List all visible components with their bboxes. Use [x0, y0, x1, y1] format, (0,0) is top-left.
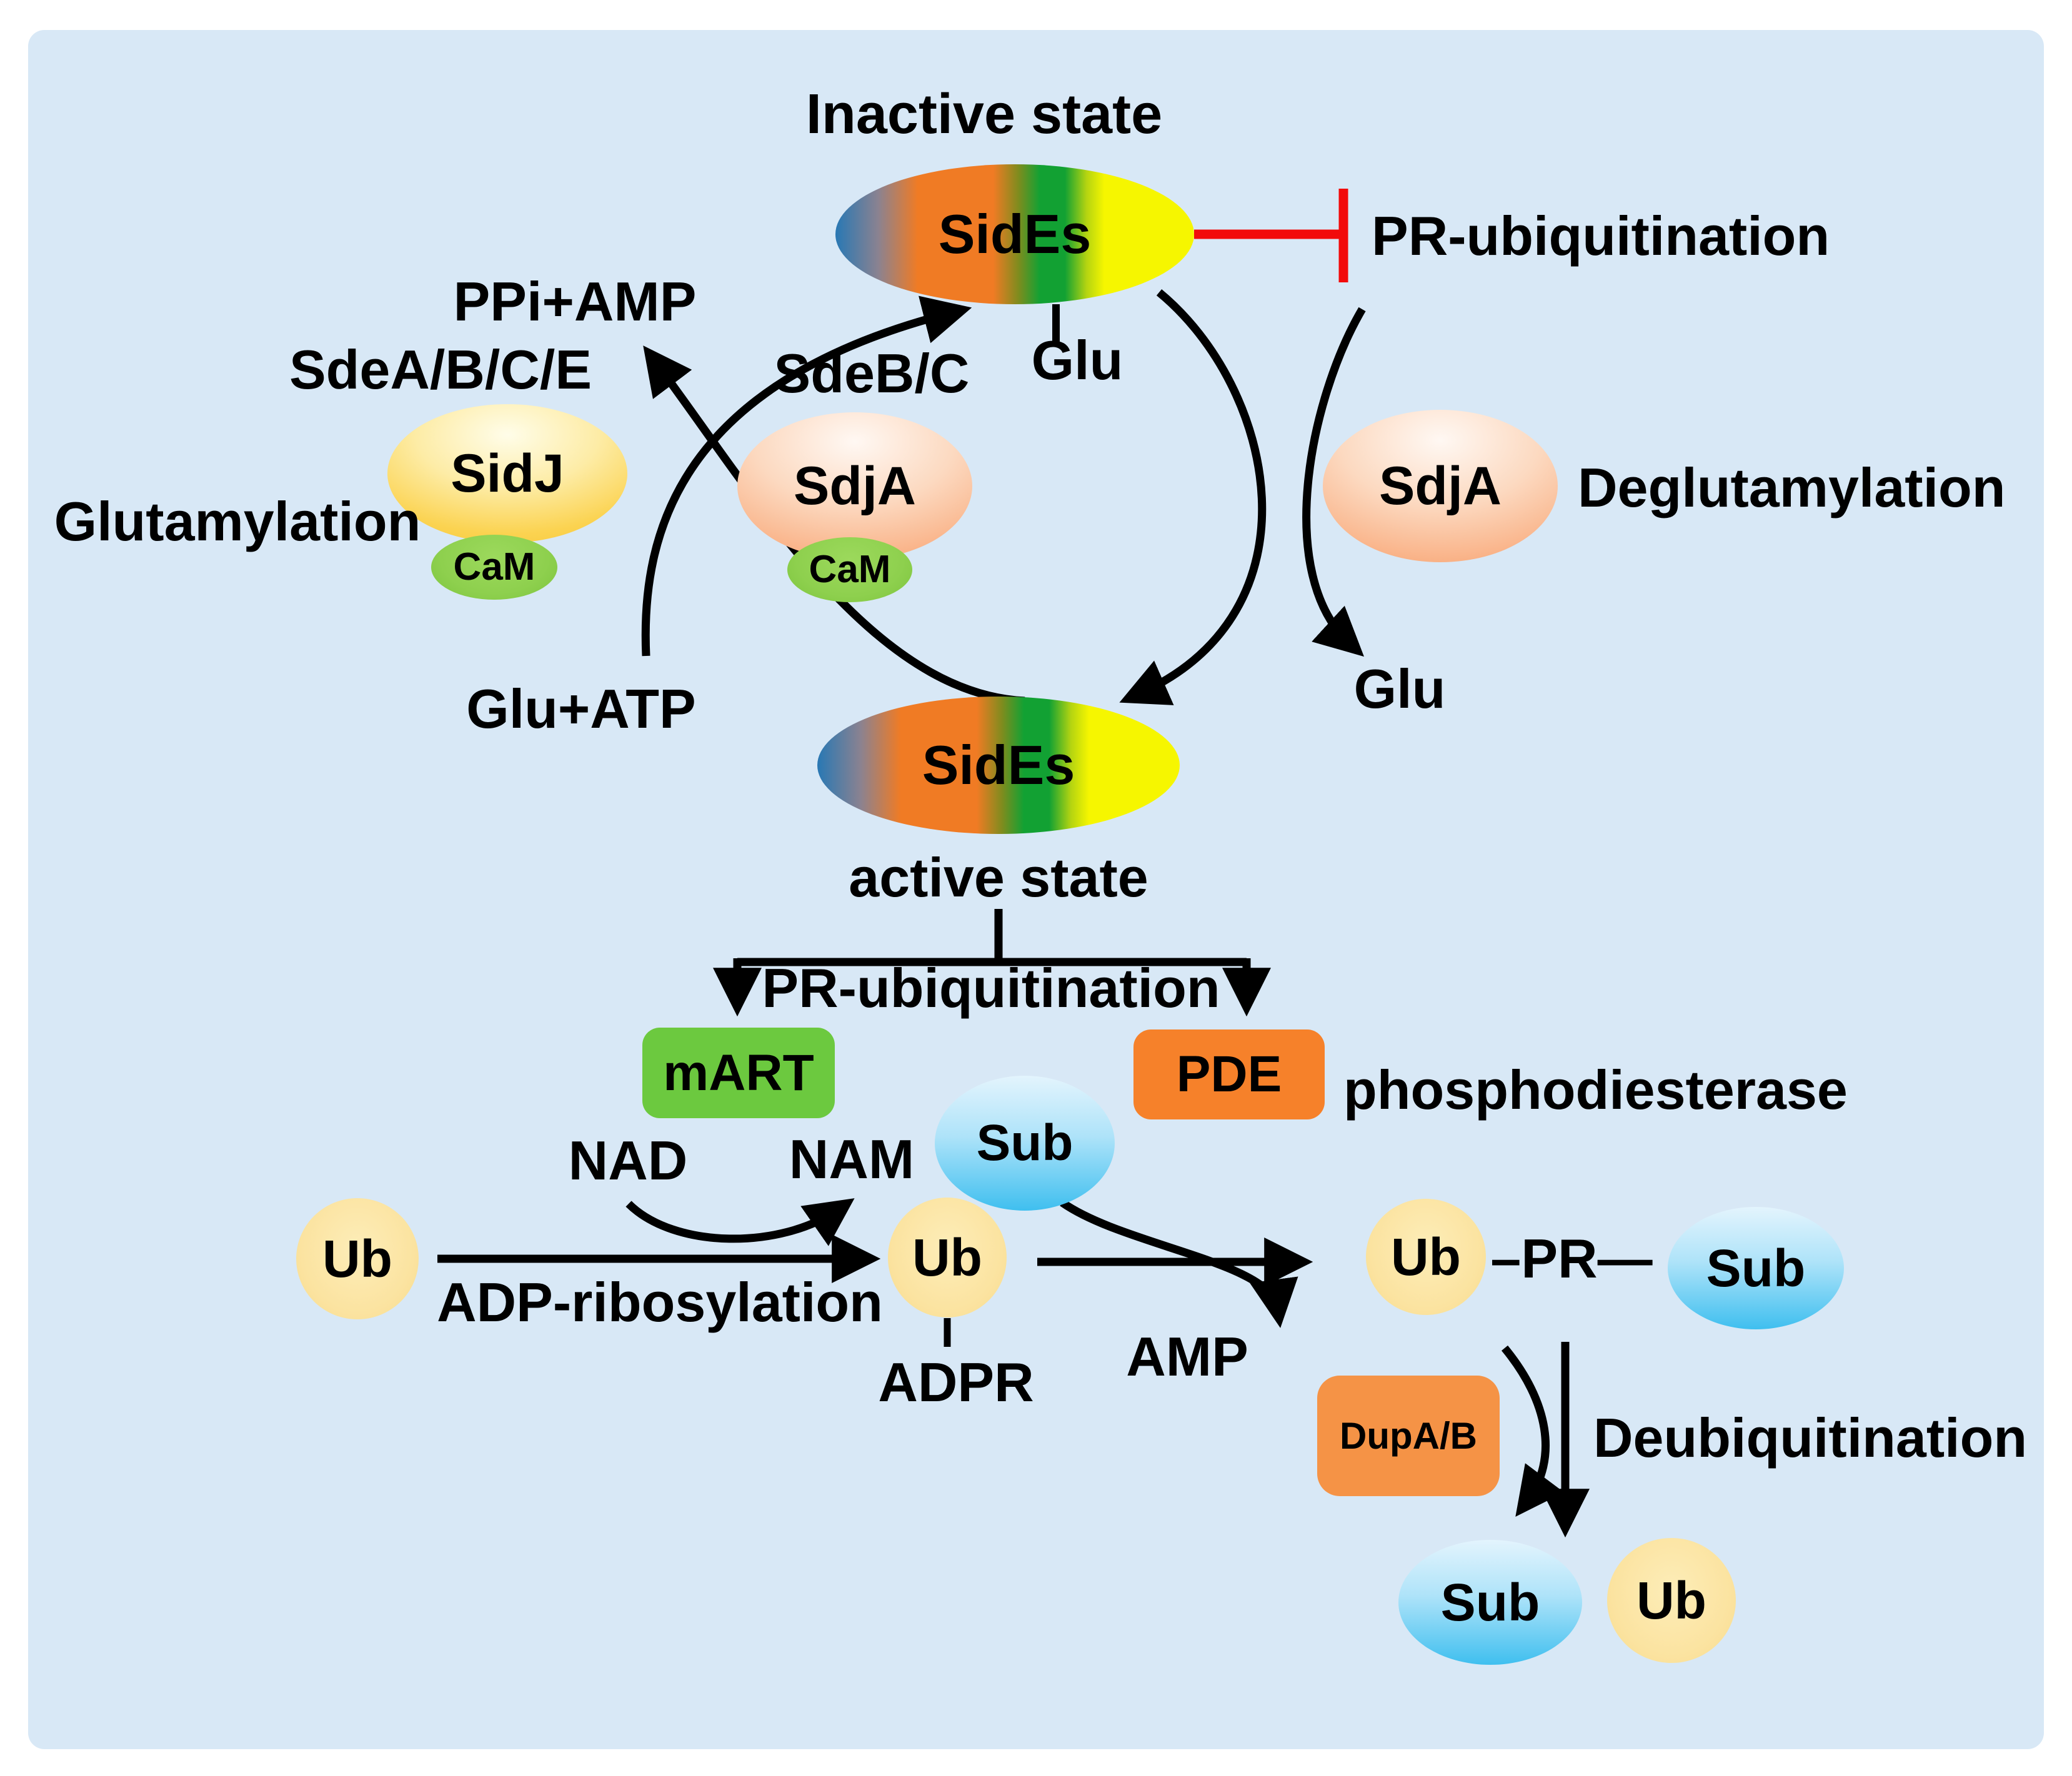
glu-atp-label: Glu+ATP [466, 678, 696, 740]
nam-label: NAM [789, 1128, 915, 1190]
sdja-right-ellipse: SdjA [1323, 410, 1558, 562]
cam-center-ellipse: CaM [787, 537, 912, 602]
ub-adpr-ellipse: Ub [888, 1198, 1007, 1317]
sub-released-label: Sub [1440, 1573, 1540, 1632]
sub-pr-label: Sub [1706, 1239, 1806, 1297]
adp-ribosylation-label: ADP-ribosylation [437, 1271, 883, 1333]
pde-label: PDE [1176, 1046, 1282, 1103]
sidj-ellipse: SidJ [387, 404, 627, 543]
page-title: Inactive state [805, 83, 1163, 146]
sub-pr-ellipse: Sub [1668, 1207, 1844, 1329]
sdja-right-label: SdjA [1379, 456, 1502, 516]
active-state-label: active state [849, 846, 1148, 908]
deglutamylation-label: Deglutamylation [1578, 457, 2006, 518]
nad-label: NAD [568, 1129, 688, 1191]
ub-free-ellipse: Ub [296, 1198, 419, 1319]
sub-upper-label: Sub [976, 1114, 1073, 1171]
inhibited-process-label: PR-ubiquitination [1372, 205, 1830, 267]
sdja-center-label: SdjA [794, 456, 916, 516]
ub-adpr-label: Ub [912, 1228, 982, 1287]
ub-released-ellipse: Ub [1607, 1538, 1736, 1663]
ppi-amp-label: PPi+AMP [453, 270, 697, 332]
sidj-label: SidJ [451, 444, 564, 504]
dupab-label: DupA/B [1340, 1414, 1477, 1457]
mart-label: mART [663, 1044, 814, 1101]
ub-free-label: Ub [322, 1229, 392, 1288]
sides-active-label: SidEs [922, 734, 1075, 796]
pr-link-label: –PR— [1490, 1228, 1653, 1289]
deubiquitination-label: Deubiquitination [1593, 1407, 2028, 1469]
sides-inactive-label: SidEs [938, 203, 1092, 265]
glu-top-label: Glu [1031, 329, 1123, 391]
ub-pr-label: Ub [1391, 1228, 1461, 1286]
glutamylation-label: Glutamylation [54, 490, 421, 552]
sdja-center-ellipse: SdjA [737, 412, 972, 560]
cam-left-label: CaM [453, 545, 535, 588]
pr-ubiquitination-label: PR-ubiquitination [762, 957, 1220, 1019]
ub-released-label: Ub [1636, 1571, 1706, 1630]
amp-label: AMP [1126, 1326, 1248, 1387]
sub-upper-ellipse: Sub [935, 1076, 1115, 1211]
cam-center-label: CaM [809, 548, 891, 591]
dupab-box: DupA/B [1317, 1376, 1500, 1496]
ub-pr-ellipse: Ub [1366, 1199, 1486, 1315]
sides-active-ellipse: SidEs [817, 697, 1180, 834]
mart-box: mART [642, 1028, 835, 1118]
sde-abce-label: SdeA/B/C/E [289, 339, 592, 400]
sde-bc-label: SdeB/C [774, 342, 970, 404]
pde-box: PDE [1133, 1029, 1325, 1119]
phosphodiesterase-label: phosphodiesterase [1343, 1059, 1848, 1121]
glu-released-label: Glu [1353, 658, 1446, 720]
cam-left-ellipse: CaM [431, 535, 557, 600]
diagram-background [28, 30, 2044, 1749]
adpr-label: ADPR [878, 1351, 1034, 1413]
sub-released-ellipse: Sub [1398, 1540, 1582, 1665]
sides-inactive-ellipse: SidEs [835, 164, 1194, 304]
